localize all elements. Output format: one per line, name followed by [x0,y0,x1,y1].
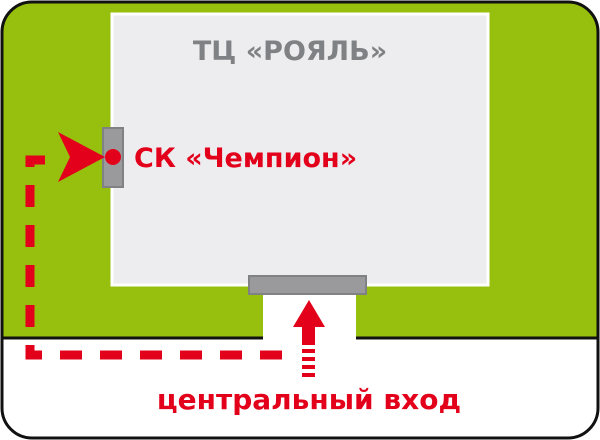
entrance-label: центральный вход [157,383,461,416]
building-royal [110,12,490,287]
destination-marker-icon [105,149,121,165]
entrance-arrow-up-icon [293,300,325,345]
building-label: ТЦ «РОЯЛЬ» [193,36,387,67]
entrance-arrow-tail [302,349,315,377]
route-arrow-left-icon [58,132,105,182]
destination-label: СК «Чемпион» [134,143,357,174]
route-path [25,155,300,360]
main-door [248,275,367,295]
